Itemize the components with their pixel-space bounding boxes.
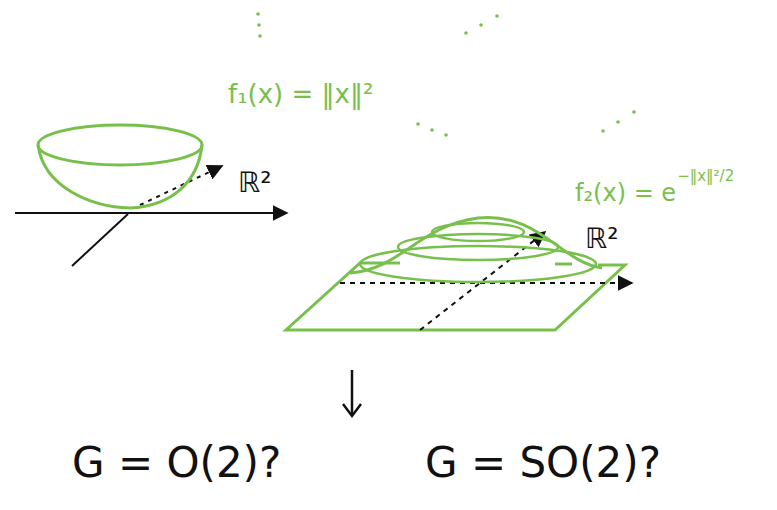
- ellipsis-dots: [256, 12, 636, 137]
- contour-line: [360, 246, 596, 282]
- function-label: f₁(x) = ‖x‖²: [228, 80, 373, 109]
- dot: [258, 34, 262, 38]
- dot: [430, 128, 434, 132]
- question-label: G = SO(2)?: [425, 440, 661, 486]
- arrow-head: [343, 404, 361, 416]
- dot: [464, 31, 468, 35]
- contour-line: [398, 234, 558, 260]
- exponent-label: −‖x‖²/2: [677, 168, 734, 185]
- function-label: f₂(x) = e: [575, 180, 676, 206]
- arrow-shaft: [351, 370, 354, 414]
- down-arrow: [343, 370, 361, 416]
- space-label: ℝ²: [585, 224, 618, 255]
- dot: [632, 110, 636, 114]
- dot: [444, 133, 448, 137]
- y-axis: [72, 214, 128, 266]
- plane-outline: [555, 263, 572, 266]
- question-label: G = O(2)?: [72, 440, 281, 486]
- space-label: ℝ²: [238, 168, 271, 199]
- paraboloid-figure: [15, 125, 287, 266]
- contour-line: [432, 223, 524, 241]
- bowl-rim: [38, 125, 202, 165]
- dot: [601, 129, 605, 133]
- dot: [416, 122, 420, 126]
- gaussian-figure: [286, 218, 632, 330]
- plane-outline: [286, 263, 625, 330]
- dot: [616, 120, 620, 124]
- bowl-surface: [38, 145, 202, 208]
- x-axis: [15, 212, 287, 214]
- dot: [495, 14, 499, 18]
- dot: [256, 12, 260, 16]
- y-axis-dashed: [140, 166, 222, 205]
- dot: [257, 23, 261, 27]
- dot: [479, 23, 483, 27]
